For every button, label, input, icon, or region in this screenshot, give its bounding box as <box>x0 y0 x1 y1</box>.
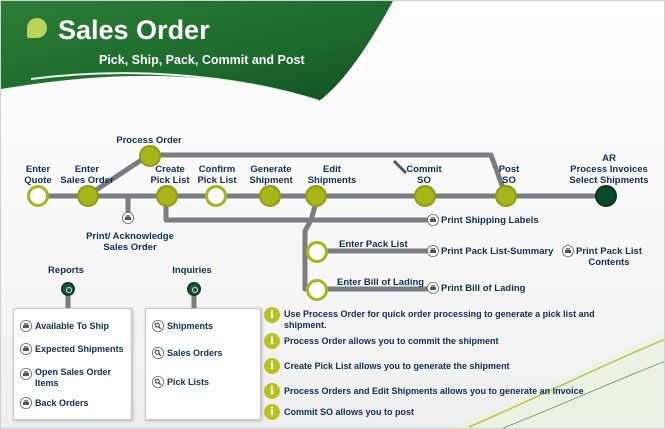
bill-of-lading-printer-icon[interactable] <box>427 282 439 294</box>
header-banner <box>1 1 393 101</box>
create-pick-list-node[interactable] <box>156 185 178 207</box>
report-back-orders[interactable]: Back Orders <box>35 398 89 408</box>
edit-shipments-node[interactable] <box>305 185 327 207</box>
ar-process-invoices-node[interactable] <box>595 185 617 207</box>
magnifier-icon <box>152 320 164 332</box>
bottom-swoosh <box>446 331 664 428</box>
label-enter-bill-of-lading: Enter Bill of Lading <box>337 277 425 288</box>
process-order-node[interactable] <box>139 145 161 167</box>
confirm-pick-list-node[interactable] <box>205 185 227 207</box>
post-so-node[interactable] <box>495 185 517 207</box>
magnifier-icon <box>152 347 164 359</box>
print-bill-of-lading-link[interactable]: Print Bill of Lading <box>441 283 526 294</box>
enter-quote-node[interactable] <box>27 185 49 207</box>
tip-commit-so-post: Commit SO allows you to post <box>284 407 415 417</box>
tip-process-order-quick: Use Process Order for quick order proces… <box>284 309 595 330</box>
page-title: Sales Order <box>58 15 210 45</box>
label-enter-pack-list: Enter Pack List <box>339 239 408 250</box>
info-icon: i <box>264 307 280 323</box>
inquiry-pick-lists[interactable]: Pick Lists <box>167 377 210 387</box>
report-printer-icon <box>20 320 32 332</box>
report-open-sales-order-items[interactable]: Open Sales Order Items <box>35 367 112 388</box>
enter-bill-of-lading-node[interactable] <box>306 279 328 301</box>
reports-heading: Reports <box>48 265 84 276</box>
header-curve <box>30 72 320 102</box>
magnifier-icon <box>152 376 164 388</box>
header-leaf-icon <box>27 18 47 38</box>
reports-pin-icon <box>61 282 75 296</box>
report-printer-icon <box>20 343 32 355</box>
report-printer-icon <box>20 368 32 380</box>
tip-generate-invoice: Process Orders and Edit Shipments allows… <box>284 386 584 396</box>
report-available-to-ship[interactable]: Available To Ship <box>35 321 110 331</box>
reports-panel: Available To Ship Expected Shipments Ope… <box>13 308 132 420</box>
inquiry-sales-orders[interactable]: Sales Orders <box>167 348 223 358</box>
report-printer-icon <box>20 397 32 409</box>
generate-shipment-node[interactable] <box>259 185 281 207</box>
pack-list-summary-printer-icon[interactable] <box>427 245 439 257</box>
info-icon: i <box>264 404 280 420</box>
tip-create-pick-list: Create Pick List allows you to generate … <box>284 361 510 371</box>
label-process-order: Process Order <box>116 135 182 146</box>
print-pack-list-summary-link[interactable]: Print Pack List-Summary <box>441 246 554 257</box>
enter-pack-list-node[interactable] <box>306 241 328 263</box>
report-expected-shipments[interactable]: Expected Shipments <box>35 344 124 354</box>
pack-list-contents-printer-icon[interactable] <box>562 245 574 257</box>
inquiry-shipments[interactable]: Shipments <box>167 321 214 331</box>
info-icon: i <box>264 358 280 374</box>
tip-process-order-commit: Process Order allows you to commit the s… <box>284 336 499 346</box>
print-acknowledge-printer-icon[interactable] <box>122 212 134 224</box>
page-subtitle: Pick, Ship, Pack, Commit and Post <box>99 53 305 67</box>
info-icon: i <box>264 383 280 399</box>
shipping-labels-printer-icon[interactable] <box>427 214 439 226</box>
print-shipping-labels-link[interactable]: Print Shipping Labels <box>441 215 539 226</box>
inquiries-pin-icon <box>187 282 201 296</box>
enter-sales-order-node[interactable] <box>77 185 99 207</box>
inquiries-heading: Inquiries <box>172 265 212 276</box>
commit-so-node[interactable] <box>414 185 436 207</box>
info-icon: i <box>264 333 280 349</box>
inquiries-panel: Shipments Sales Orders Pick Lists <box>145 308 261 420</box>
